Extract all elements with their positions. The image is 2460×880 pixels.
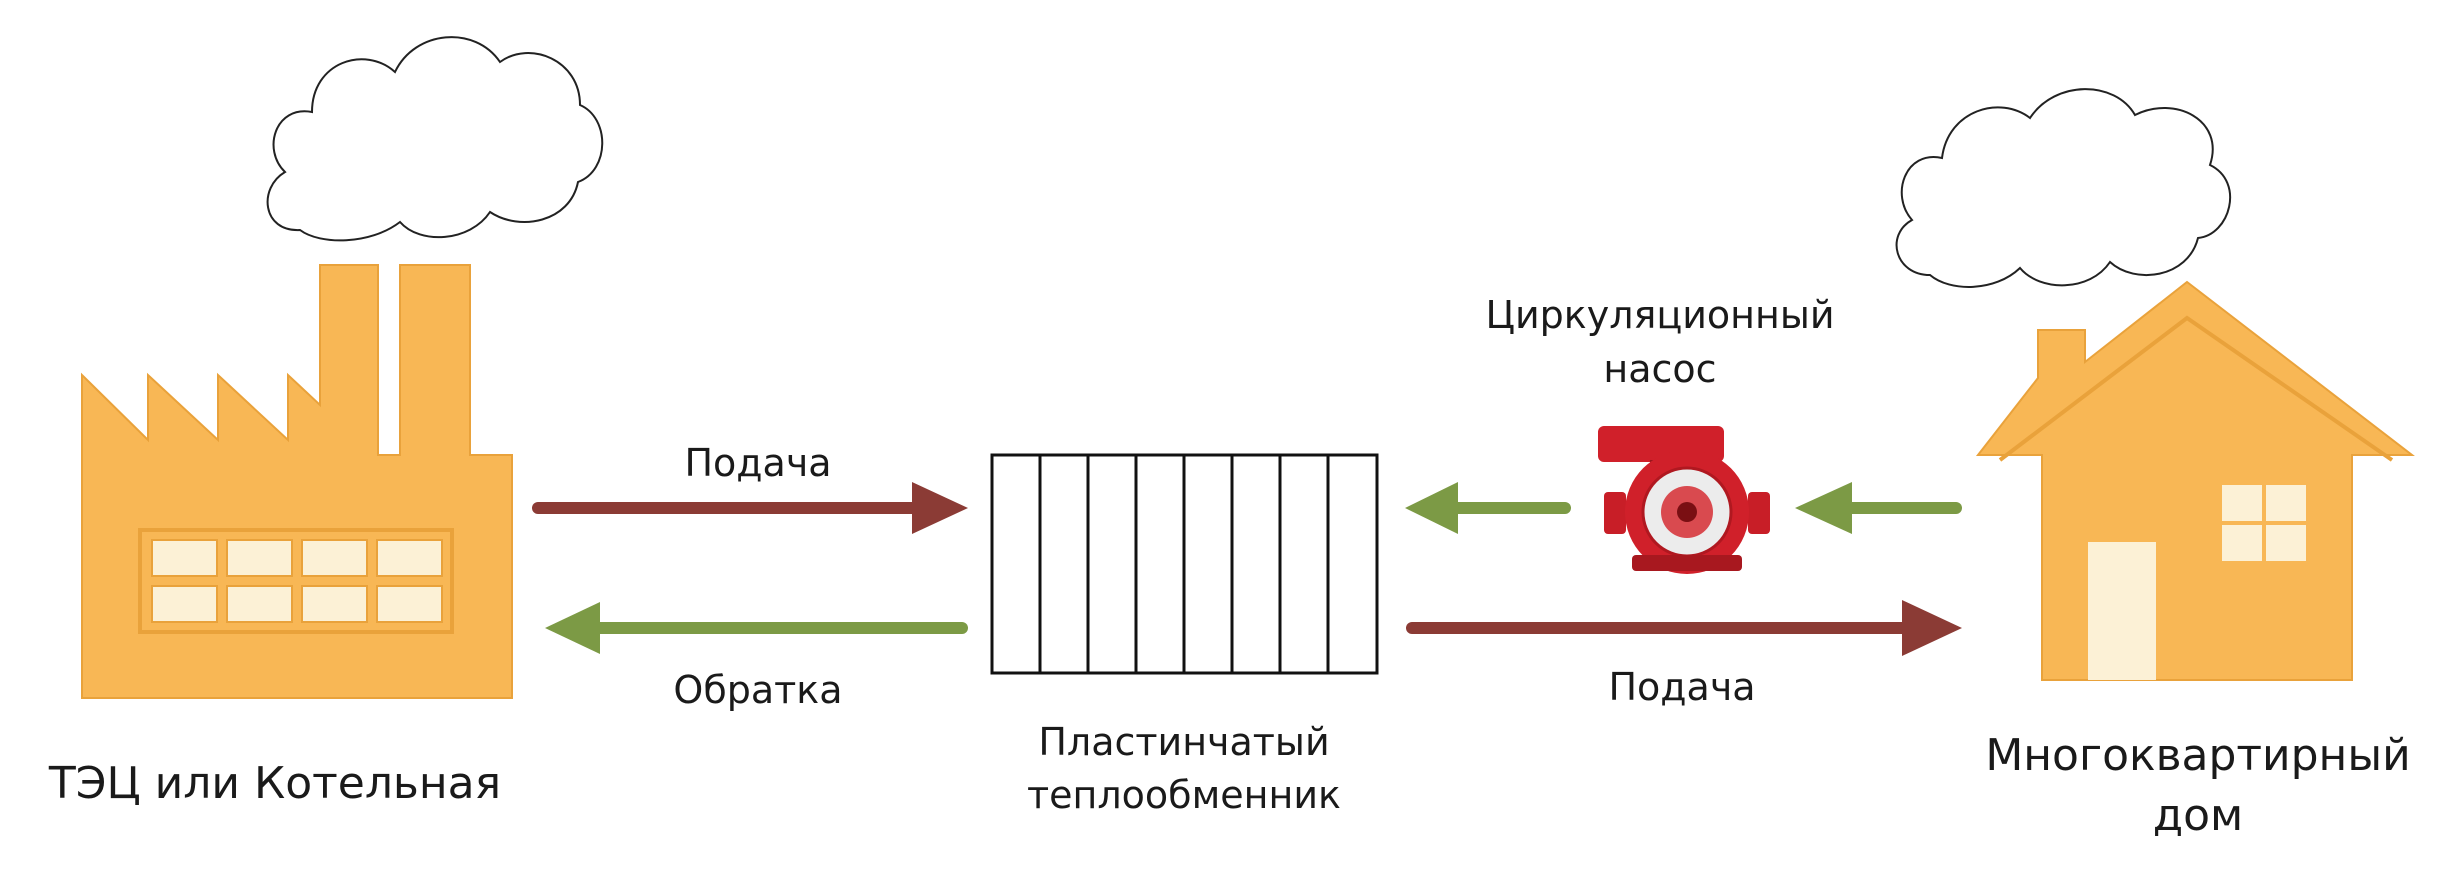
factory-icon	[81, 264, 513, 699]
cloud-icon	[266, 36, 604, 242]
plate-heat-exchanger-icon	[990, 453, 1379, 675]
pump-label-line2: насос	[1603, 347, 1716, 391]
supply-label-left: Подача	[684, 441, 831, 485]
house-icon	[1975, 280, 2415, 681]
exchanger-label-line1: Пластинчатый	[1038, 720, 1329, 764]
exchanger-label-line2: теплообменник	[1027, 773, 1341, 817]
plant-label: ТЭЦ или Котельная	[48, 758, 501, 809]
return-arrow-exchanger-to-plant	[545, 602, 968, 654]
house-label-line1: Многоквартирный	[1985, 730, 2410, 781]
pump-label-line1: Циркуляционный	[1485, 293, 1834, 337]
cloud-icon	[1895, 88, 2232, 288]
return-arrow-pump-to-exchanger	[1405, 482, 1571, 534]
circulation-pump-icon	[1598, 426, 1770, 574]
house-label-line2: дом	[2153, 790, 2244, 841]
return-arrow-house-to-pump	[1795, 482, 1962, 534]
return-label: Обратка	[673, 668, 842, 712]
supply-label-right: Подача	[1608, 665, 1755, 709]
supply-arrow-exchanger-to-house	[1406, 600, 1962, 656]
supply-arrow-plant-to-exchanger	[532, 482, 968, 534]
